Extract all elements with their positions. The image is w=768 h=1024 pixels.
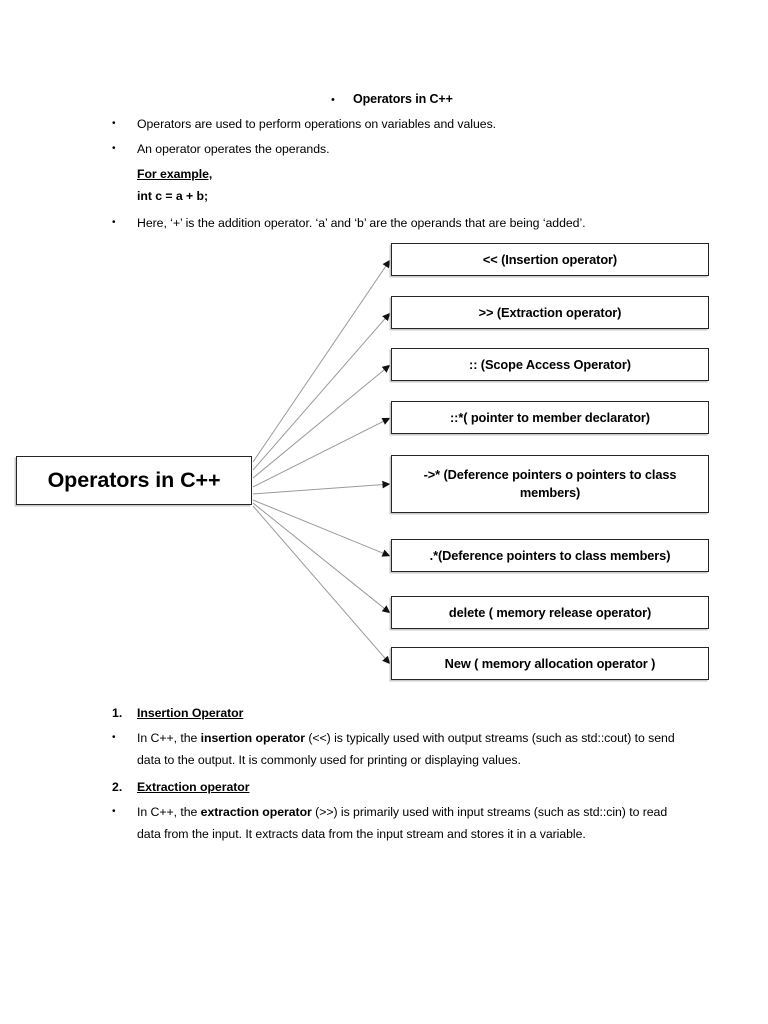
body-part: (>>) is primarily used with input stream… <box>137 805 668 841</box>
body-part-bold: extraction operator <box>200 805 312 819</box>
connector-line-5 <box>252 480 391 495</box>
body-part: In C++, the <box>137 731 201 745</box>
diagram-node-label: >> (Extraction operator) <box>478 305 622 320</box>
intro-bullet-list: • Operators are used to perform operatio… <box>112 115 712 239</box>
list-item: • Operators are used to perform operatio… <box>112 115 712 133</box>
bullet-icon: • <box>112 118 116 129</box>
list-item: • An operator operates the operands. <box>112 140 712 158</box>
bullet-icon: • <box>112 806 116 817</box>
connector-line-3 <box>252 364 391 479</box>
bullet-icon: • <box>331 94 335 106</box>
example-label: For example, <box>137 167 213 181</box>
body-part: In C++, the <box>137 805 201 819</box>
diagram-node-deference-pointers-to-class-members[interactable]: .*(Deference pointers to class members) <box>391 539 709 572</box>
connector-line-8 <box>252 505 391 665</box>
diagram-node-label: ::*( pointer to member declarator) <box>450 410 650 425</box>
section-number: 2. <box>112 780 123 794</box>
page-title: • Operators in C++ <box>331 92 453 106</box>
connector-group <box>252 259 391 665</box>
diagram-node-extraction-operator[interactable]: >> (Extraction operator) <box>391 296 709 329</box>
connector-line-2 <box>252 312 391 471</box>
diagram-node-label: << (Insertion operator) <box>482 252 618 267</box>
diagram-root-label: Operators in C++ <box>47 468 221 492</box>
diagram-node-scope-access-operator[interactable]: :: (Scope Access Operator) <box>391 348 709 381</box>
diagram-node-delete-operator[interactable]: delete ( memory release operator) <box>391 596 709 629</box>
section-heading-1: 1. Insertion Operator <box>112 704 692 723</box>
diagram-root-node[interactable]: Operators in C++ <box>16 456 252 505</box>
diagram-node-label: New ( memory allocation operator ) <box>444 656 656 671</box>
list-item-text: Operators are used to perform operations… <box>137 117 497 131</box>
section-body-1: • In C++, the insertion operator (<<) is… <box>112 727 692 771</box>
section-body-text: In C++, the insertion operator (<<) is t… <box>137 727 682 771</box>
section-title: Extraction operator <box>137 780 250 794</box>
diagram-node-deference-pointers-to-pointers[interactable]: ->* (Deference pointers o pointers to cl… <box>391 455 709 513</box>
body-part-bold: insertion operator <box>200 731 305 745</box>
list-item: • Here, ‘+’ is the addition operator. ‘a… <box>112 214 712 232</box>
list-item-text: An operator operates the operands. <box>137 142 330 156</box>
operator-details-section: 1. Insertion Operator • In C++, the inse… <box>112 704 692 852</box>
section-heading-2: 2. Extraction operator <box>112 778 692 797</box>
diagram-node-label: delete ( memory release operator) <box>448 605 652 620</box>
bullet-icon: • <box>112 143 116 154</box>
section-title: Insertion Operator <box>137 706 244 720</box>
diagram-node-new-operator[interactable]: New ( memory allocation operator ) <box>391 647 709 680</box>
diagram-node-pointer-to-member-declarator[interactable]: ::*( pointer to member declarator) <box>391 401 709 434</box>
connector-line-1 <box>252 259 391 463</box>
diagram-node-label: .*(Deference pointers to class members) <box>429 548 671 563</box>
bullet-icon: • <box>112 732 116 743</box>
body-part: (<<) is typically used with output strea… <box>137 731 675 767</box>
diagram-node-label: :: (Scope Access Operator) <box>469 357 631 372</box>
section-body-text: In C++, the extraction operator (>>) is … <box>137 801 682 845</box>
connector-line-7 <box>252 502 391 614</box>
page-title-text: Operators in C++ <box>353 92 453 106</box>
diagram-node-label: ->* (Deference pointers o pointers to cl… <box>423 467 677 500</box>
diagram-node-insertion-operator[interactable]: << (Insertion operator) <box>391 243 709 276</box>
section-number: 1. <box>112 706 123 720</box>
list-item-text: Here, ‘+’ is the addition operator. ‘a’ … <box>137 216 586 230</box>
section-body-2: • In C++, the extraction operator (>>) i… <box>112 801 692 845</box>
connector-line-4 <box>252 417 391 488</box>
example-code: int c = a + b; <box>137 189 209 203</box>
bullet-icon: • <box>112 217 116 228</box>
connector-line-6 <box>252 499 391 557</box>
